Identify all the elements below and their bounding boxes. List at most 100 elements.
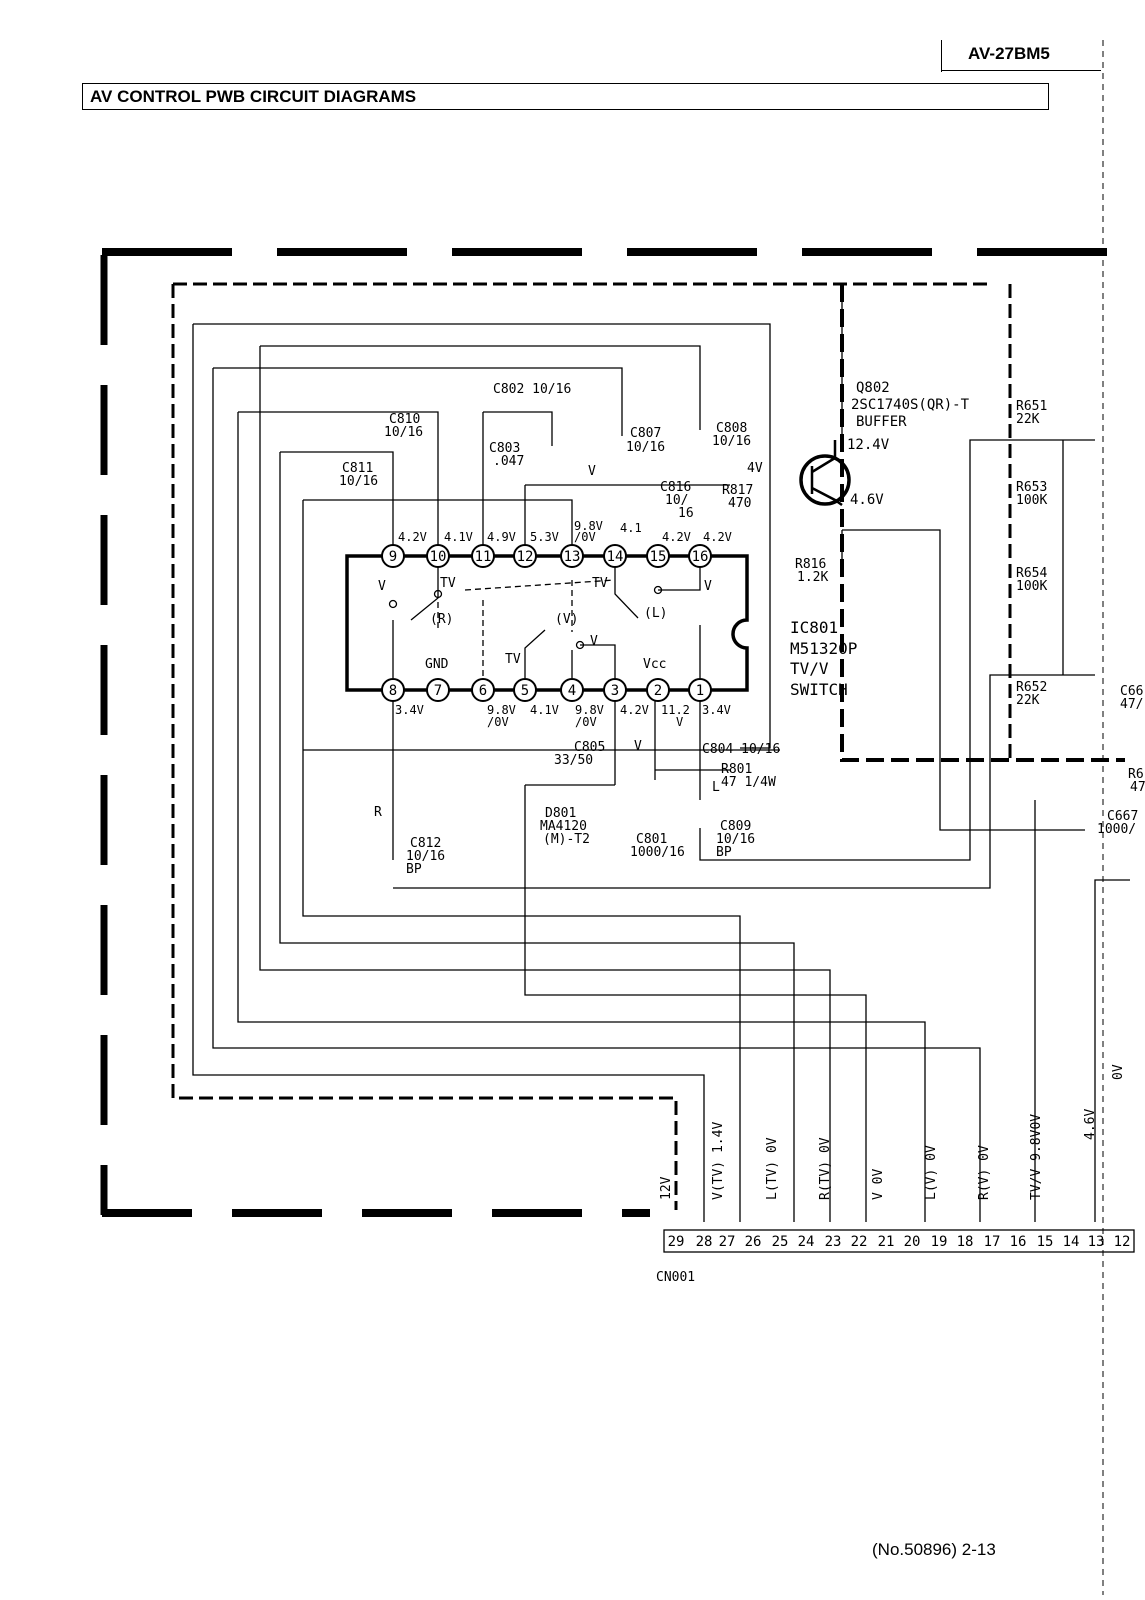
- connector-pin: 21: [878, 1234, 895, 1250]
- voltage-label: 4.2V: [620, 703, 649, 717]
- q802-vc: 12.4V: [847, 437, 890, 453]
- switch-label-v: V: [590, 634, 598, 649]
- r801-label: R801: [721, 762, 752, 777]
- switch-label-v: V: [704, 579, 712, 594]
- q802-ref: Q802: [856, 380, 890, 396]
- voltage-label: 9.8V: [574, 519, 603, 533]
- c803-label: C803: [489, 441, 520, 456]
- voltage-label: 11.2: [661, 703, 690, 717]
- pin-label: 8: [389, 683, 397, 699]
- connector-signal: V(TV) 1.4V: [711, 1122, 726, 1200]
- c805-value: 33/50: [554, 753, 593, 768]
- pin-label: 14: [607, 549, 624, 565]
- q802-symbol: [799, 454, 851, 506]
- ic801-title: IC801 M51320P TV/V SWITCH: [790, 618, 857, 699]
- connector-signal: L(V) 0V: [924, 1145, 939, 1200]
- pin-label: 6: [479, 683, 487, 699]
- ic801-function: SWITCH: [790, 680, 848, 699]
- pin-label: 11: [475, 549, 492, 565]
- r654-label: R654: [1016, 566, 1047, 581]
- voltage-label: 4.2V: [398, 530, 427, 544]
- connector-pin: 17: [984, 1234, 1001, 1250]
- voltage-label: 4.2V: [703, 530, 732, 544]
- voltage-label: 9.8V: [487, 703, 516, 717]
- connector-signal: 12V: [659, 1176, 674, 1200]
- page-title: AV CONTROL PWB CIRCUIT DIAGRAMS: [90, 87, 417, 106]
- c802-label: C802 10/16: [493, 382, 571, 397]
- voltage-label: 3.4V: [395, 703, 424, 717]
- c810-value: 10/16: [384, 425, 423, 440]
- voltage-label: 3.4V: [702, 703, 731, 717]
- voltage-label: 4.1V: [444, 530, 473, 544]
- voltage-label: 4.9V: [487, 530, 516, 544]
- component-labels: C802 10/16 C803 .047 C807 10/16 C808 10/…: [339, 382, 1145, 877]
- cn001-pin-numbers: 29 28 27 26 25 24 23 22 21 20 19 18 17 1…: [668, 1234, 1131, 1250]
- c811-value: 10/16: [339, 474, 378, 489]
- d801-label: D801: [545, 806, 576, 821]
- voltage-label: V: [676, 715, 683, 729]
- c811-label: C811: [342, 461, 373, 476]
- c812-bp: BP: [406, 862, 422, 877]
- switch-label-tv: TV: [592, 576, 608, 591]
- c807-value: 10/16: [626, 440, 665, 455]
- ic801-function: TV/V: [790, 659, 829, 678]
- c812-value: 10/16: [406, 849, 445, 864]
- d801-value: MA4120: [540, 819, 587, 834]
- pin-label: 9: [389, 549, 397, 565]
- connector-pin: 13: [1088, 1234, 1105, 1250]
- header-rule-horizontal: [941, 70, 1101, 71]
- r652-label: R652: [1016, 680, 1047, 695]
- r816-label: R816: [795, 557, 826, 572]
- v-label: V: [588, 464, 596, 479]
- r817-value: 470: [728, 496, 751, 511]
- pin-label: 2: [654, 683, 662, 699]
- connector-pin: 23: [825, 1234, 842, 1250]
- arrow-r-label: R: [374, 805, 382, 820]
- r653-value: 100K: [1016, 493, 1047, 508]
- switch-label-tv: TV: [440, 576, 456, 591]
- ic801-pin-numbers: 9 10 11 12 13 14 15 16 8 7 6 5 4 3 2 1: [389, 549, 709, 699]
- r6x-label: R6: [1128, 767, 1144, 782]
- r651-label: R651: [1016, 399, 1047, 414]
- cn001-signal-labels: 12V V(TV) 1.4V L(TV) 0V R(TV) 0V V 0V L(…: [659, 1064, 1126, 1200]
- page-number: (No.50896) 2-13: [872, 1540, 996, 1559]
- r653-label: R653: [1016, 480, 1047, 495]
- connector-pin: 12: [1114, 1234, 1131, 1250]
- connector-pin: 20: [904, 1234, 921, 1250]
- c809-label: C809: [720, 819, 751, 834]
- sub-border: [840, 284, 1125, 762]
- switch-label-v: (V): [555, 612, 578, 627]
- pin-label: 7: [434, 683, 442, 699]
- r652-value: 22K: [1016, 693, 1040, 708]
- connector-pin: 18: [957, 1234, 974, 1250]
- c801-label: C801: [636, 832, 667, 847]
- arrow-l-label: L: [712, 780, 720, 795]
- connector-pin: 22: [851, 1234, 868, 1250]
- v-label: V: [634, 739, 642, 754]
- voltage-label: 4.1: [620, 521, 642, 535]
- c809-bp: BP: [716, 845, 732, 860]
- connector-signal: 0V: [1111, 1064, 1126, 1080]
- connector-pin: 27: [719, 1234, 736, 1250]
- connector-pin: 24: [798, 1234, 815, 1250]
- pin-label: 4: [568, 683, 576, 699]
- c808-label: C808: [716, 421, 747, 436]
- c805-label: C805: [574, 740, 605, 755]
- c667-label: C667: [1107, 809, 1138, 824]
- c812-label: C812: [410, 836, 441, 851]
- connector-signal: R(V) 0V: [977, 1145, 992, 1200]
- pin-label: 1: [696, 683, 704, 699]
- voltage-label: 5.3V: [530, 530, 559, 544]
- c816-value: 10/: [665, 493, 688, 508]
- pin-label: 12: [517, 549, 534, 565]
- connector-pin: 19: [931, 1234, 948, 1250]
- c803-value: .047: [493, 454, 524, 469]
- pin-label: 15: [650, 549, 667, 565]
- pin-label: 5: [521, 683, 529, 699]
- r651-value: 22K: [1016, 412, 1040, 427]
- vcc-label: Vcc: [643, 657, 666, 672]
- switch-label-v: V: [378, 579, 386, 594]
- c667-value: 1000/: [1097, 822, 1136, 837]
- c809-value: 10/16: [716, 832, 755, 847]
- q802-function: BUFFER: [856, 414, 907, 430]
